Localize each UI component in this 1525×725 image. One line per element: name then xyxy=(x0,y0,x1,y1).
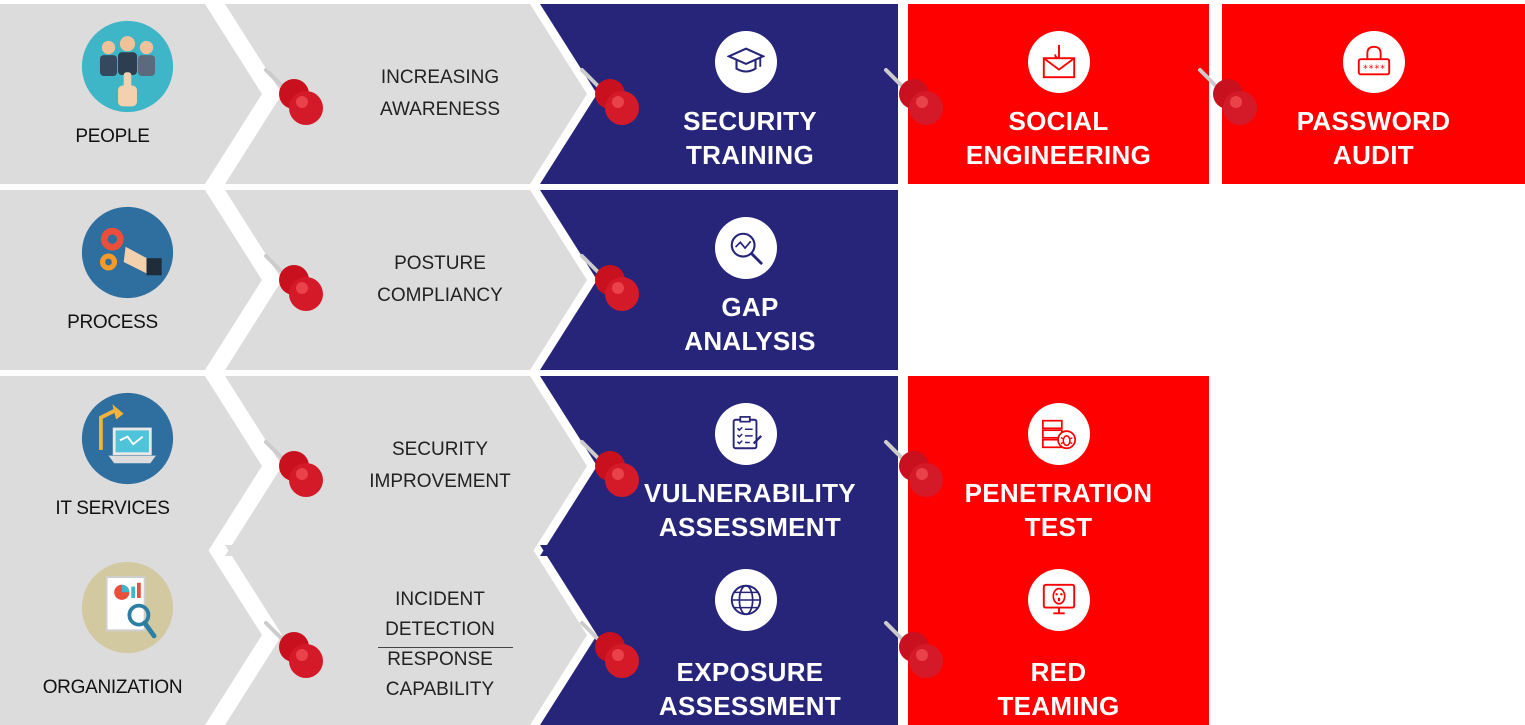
gears-hand-icon xyxy=(80,205,175,300)
service-line: PASSWORD xyxy=(1296,106,1451,136)
category-label: IT SERVICES xyxy=(55,498,170,519)
server-bug-icon xyxy=(1028,403,1090,465)
primary-service-block xyxy=(540,545,898,725)
service-line: TEST xyxy=(1024,512,1093,542)
service-line: ASSESSMENT xyxy=(658,512,842,542)
service-line: ANALYSIS xyxy=(684,326,816,356)
row-it-services: IT SERVICES SECURITY IMPROVEMENT VULNERA… xyxy=(0,376,1525,556)
primary-service-label: EXPOSURE ASSESSMENT xyxy=(605,655,895,723)
magnifier-chart-icon xyxy=(715,217,777,279)
objective-line: DETECTION xyxy=(385,619,495,640)
extra-service-label: SOCIAL ENGINEERING xyxy=(908,104,1209,172)
service-line: AUDIT xyxy=(1333,140,1414,170)
service-line: GAP xyxy=(721,292,779,322)
pushpin-icon xyxy=(884,621,943,678)
pushpin-icon xyxy=(580,621,639,678)
primary-service-label: GAP ANALYSIS xyxy=(605,290,895,358)
objective-line: INCREASING xyxy=(380,67,500,88)
globe-icon xyxy=(715,569,777,631)
graduation-cap-icon xyxy=(715,31,777,93)
objective-line: CAPABILITY xyxy=(385,679,495,700)
objective-text: INCREASING AWARENESS xyxy=(340,62,540,126)
pushpin-icon xyxy=(580,440,639,497)
extra-service-label: RED TEAMING xyxy=(908,655,1209,723)
screen-mask-icon xyxy=(1028,569,1090,631)
objective-line: COMPLIANCY xyxy=(377,285,503,306)
pushpin-icon xyxy=(264,68,323,125)
password-lock-icon: **** xyxy=(1343,31,1405,93)
objective-line: POSTURE xyxy=(394,253,486,274)
category-label: ORGANIZATION xyxy=(42,677,183,698)
service-line: TRAINING xyxy=(685,140,815,170)
phishing-email-icon xyxy=(1028,31,1090,93)
objective-text: SECURITY IMPROVEMENT xyxy=(340,434,540,498)
service-line: TEAMING xyxy=(997,691,1120,721)
objective-divider xyxy=(378,647,513,648)
objective-line: IMPROVEMENT xyxy=(369,471,511,492)
report-magnifier-icon xyxy=(80,560,175,655)
svg-text:****: **** xyxy=(1363,64,1386,75)
service-line: EXPOSURE xyxy=(676,657,824,687)
primary-service-label: VULNERABILITY ASSESSMENT xyxy=(605,476,895,544)
extra-service-label: PENETRATION TEST xyxy=(908,476,1209,544)
service-line: ASSESSMENT xyxy=(658,691,842,721)
pushpin-icon xyxy=(264,440,323,497)
service-line: ENGINEERING xyxy=(965,140,1152,170)
people-target-icon xyxy=(80,19,175,114)
row-process: PROCESS POSTURE COMPLIANCY GAP ANALYSIS xyxy=(0,190,1525,370)
objective-text: POSTURE COMPLIANCY xyxy=(340,248,540,312)
pushpin-icon xyxy=(1198,68,1257,125)
pushpin-icon xyxy=(884,440,943,497)
category-label: PEOPLE xyxy=(75,126,150,147)
category-label: PROCESS xyxy=(67,312,158,333)
row-organization: ORGANIZATION INCIDENT DETECTION RESPONSE… xyxy=(0,545,1525,725)
pushpin-icon xyxy=(580,68,639,125)
objective-line: INCIDENT xyxy=(395,589,485,610)
row-people: PEOPLE INCREASING AWARENESS SECURITY TRA… xyxy=(0,4,1525,184)
extra-service-label: PASSWORD AUDIT xyxy=(1222,104,1525,172)
objective-line: SECURITY xyxy=(391,439,489,460)
primary-service-label: SECURITY TRAINING xyxy=(605,104,895,172)
objective-line: RESPONSE xyxy=(387,649,493,670)
laptop-lamp-icon xyxy=(80,391,175,486)
checklist-icon xyxy=(715,403,777,465)
service-line: PENETRATION xyxy=(964,478,1153,508)
pushpin-icon xyxy=(580,254,639,311)
service-line: VULNERABILITY xyxy=(644,478,856,508)
service-line: SOCIAL xyxy=(1008,106,1109,136)
pushpin-icon xyxy=(884,68,943,125)
service-line: SECURITY xyxy=(683,106,817,136)
objective-text: INCIDENT DETECTION RESPONSE CAPABILITY xyxy=(340,585,540,705)
service-line: RED xyxy=(1030,657,1087,687)
pushpin-icon xyxy=(264,254,323,311)
pushpin-icon xyxy=(264,621,323,678)
objective-line: AWARENESS xyxy=(379,99,500,120)
